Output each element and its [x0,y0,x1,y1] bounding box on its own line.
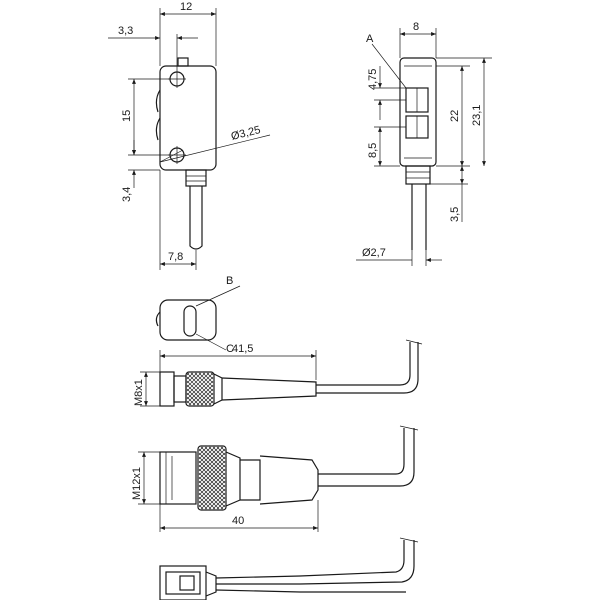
knurl-line [198,460,226,488]
knurl-line [198,496,212,510]
flat-plug-connector [159,537,419,600]
knurl-line [186,392,200,406]
knurl-line [190,372,214,396]
knurl-line [202,372,214,384]
dim-m12x1: M12x1 [131,467,143,500]
knurl-line [198,456,226,484]
front-view-dimensions: 12 3,3 15 3,4 Ø3,25 7,8 [108,1,271,270]
m12-dimensions: 40 M12x1 [131,451,319,532]
knurl-line [198,476,226,504]
dim-8: 8 [413,21,419,33]
knurl-line [200,446,226,472]
dim-7-8: 7,8 [168,251,183,263]
knurl-line [198,492,216,510]
knurl-line [186,372,214,400]
knurl-line [186,372,190,376]
knurl-line [204,446,226,468]
dim-dia-2-7: Ø2,7 [362,247,386,259]
dim-m8x1: M8x1 [133,379,145,406]
knurl-line [198,480,226,508]
knurl-line [216,446,226,456]
knurl-line [200,484,226,510]
knurl-line [198,448,226,476]
m12-connector [159,425,419,511]
dim-dia-3-25: Ø3,25 [230,124,262,143]
knurl-line [216,500,226,510]
knurl-line [186,388,204,406]
knurl-line [204,396,214,406]
knurl-line [198,446,220,468]
knurl-line [198,484,224,510]
m8-dimensions: 41,5 M8x1 [133,343,317,407]
knurl-line [198,504,204,510]
knurl-line [208,446,226,464]
knurl-line [186,372,202,388]
knurl-line [212,496,226,510]
dim-23-1: 23,1 [471,105,483,126]
knurl-line [206,372,214,380]
knurl-line [208,400,214,406]
label-A: A [366,33,374,45]
dim-3-3: 3,3 [118,25,133,37]
label-C: C [226,343,234,355]
knurl-line [192,384,214,406]
knurl-line [204,488,226,510]
m8-connector [159,339,423,407]
dim-8-5: 8,5 [367,143,379,158]
knurl-line [220,446,226,452]
knurl-line [198,446,224,472]
knurl-line [198,446,212,460]
dim-15: 15 [121,110,133,122]
dim-40: 40 [232,515,244,527]
dim-41-5: 41,5 [232,343,253,355]
knurl-line [220,504,226,510]
knurl-line [198,452,226,480]
knurl-line [198,464,226,492]
sensor-top-view: B C [155,275,241,355]
knurl-line [186,396,196,406]
knurl-line [186,376,214,404]
knurl-line [198,446,204,452]
knurl-line [198,472,226,500]
knurl-line [210,372,214,376]
knurl-line [198,468,226,496]
sensor-front-view [155,57,217,250]
label-B: B [226,275,233,287]
side-view-dimensions: 8 4,75 8,5 22 23,1 3,5 Ø2,7 [356,21,492,266]
dim-3-4: 3,4 [121,187,133,202]
knurl-line [198,488,220,510]
dim-3-5: 3,5 [449,207,461,222]
sensor-side-view: A [366,33,437,250]
knurl-line [198,446,208,456]
knurl-line [186,400,192,406]
knurl-line [186,372,198,384]
knurl-line [198,446,216,464]
knurl-line [198,372,214,388]
knurl-line [186,372,210,396]
knurl-line [200,392,214,406]
dim-4-75: 4,75 [367,69,379,90]
knurl-line [196,388,214,406]
knurl-line [208,492,226,510]
knurl-line [188,380,214,406]
knurl-line [186,380,212,406]
dim-22: 22 [449,110,461,122]
knurl-line [186,384,208,406]
knurl-line [198,500,208,510]
dim-12: 12 [180,1,192,13]
knurl-line [186,372,194,380]
knurl-line [212,446,226,460]
